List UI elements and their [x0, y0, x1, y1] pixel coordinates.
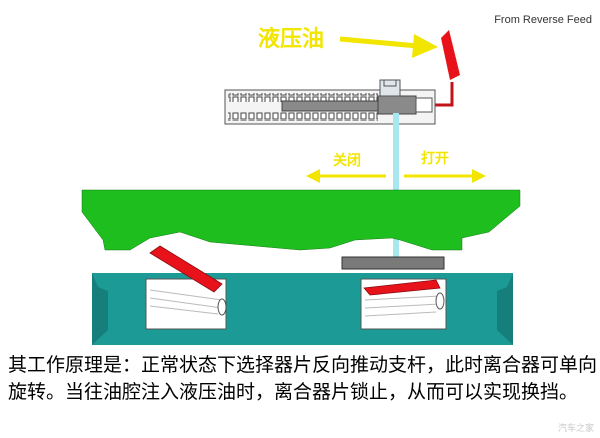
valve-assembly [224, 79, 436, 125]
hydraulic-oil-label: 液压油 [258, 26, 324, 52]
left-selector-plate [149, 245, 223, 293]
engagement-block [341, 256, 445, 270]
left-pocket [145, 245, 227, 330]
oil-feed-line [435, 82, 454, 107]
clutch-diagram: 液压油 关闭 打开 [81, 26, 521, 345]
oil-piston [441, 30, 460, 80]
upper-plate [81, 189, 521, 251]
close-arrow [306, 169, 386, 183]
oil-arrow [339, 34, 438, 58]
push-rod [393, 113, 399, 261]
watermark: 汽车之家 [557, 424, 594, 434]
open-arrow [404, 169, 486, 183]
open-label: 打开 [421, 150, 449, 167]
right-selector-plate [363, 279, 441, 296]
source-label: From Reverse Feed [494, 14, 592, 26]
close-label: 关闭 [333, 152, 361, 169]
right-pocket [360, 278, 447, 330]
caption-text: 其工作原理是：正常状态下选择器片反向推动支杆，此时离合器可单向旋转。当往油腔注入… [8, 354, 598, 403]
